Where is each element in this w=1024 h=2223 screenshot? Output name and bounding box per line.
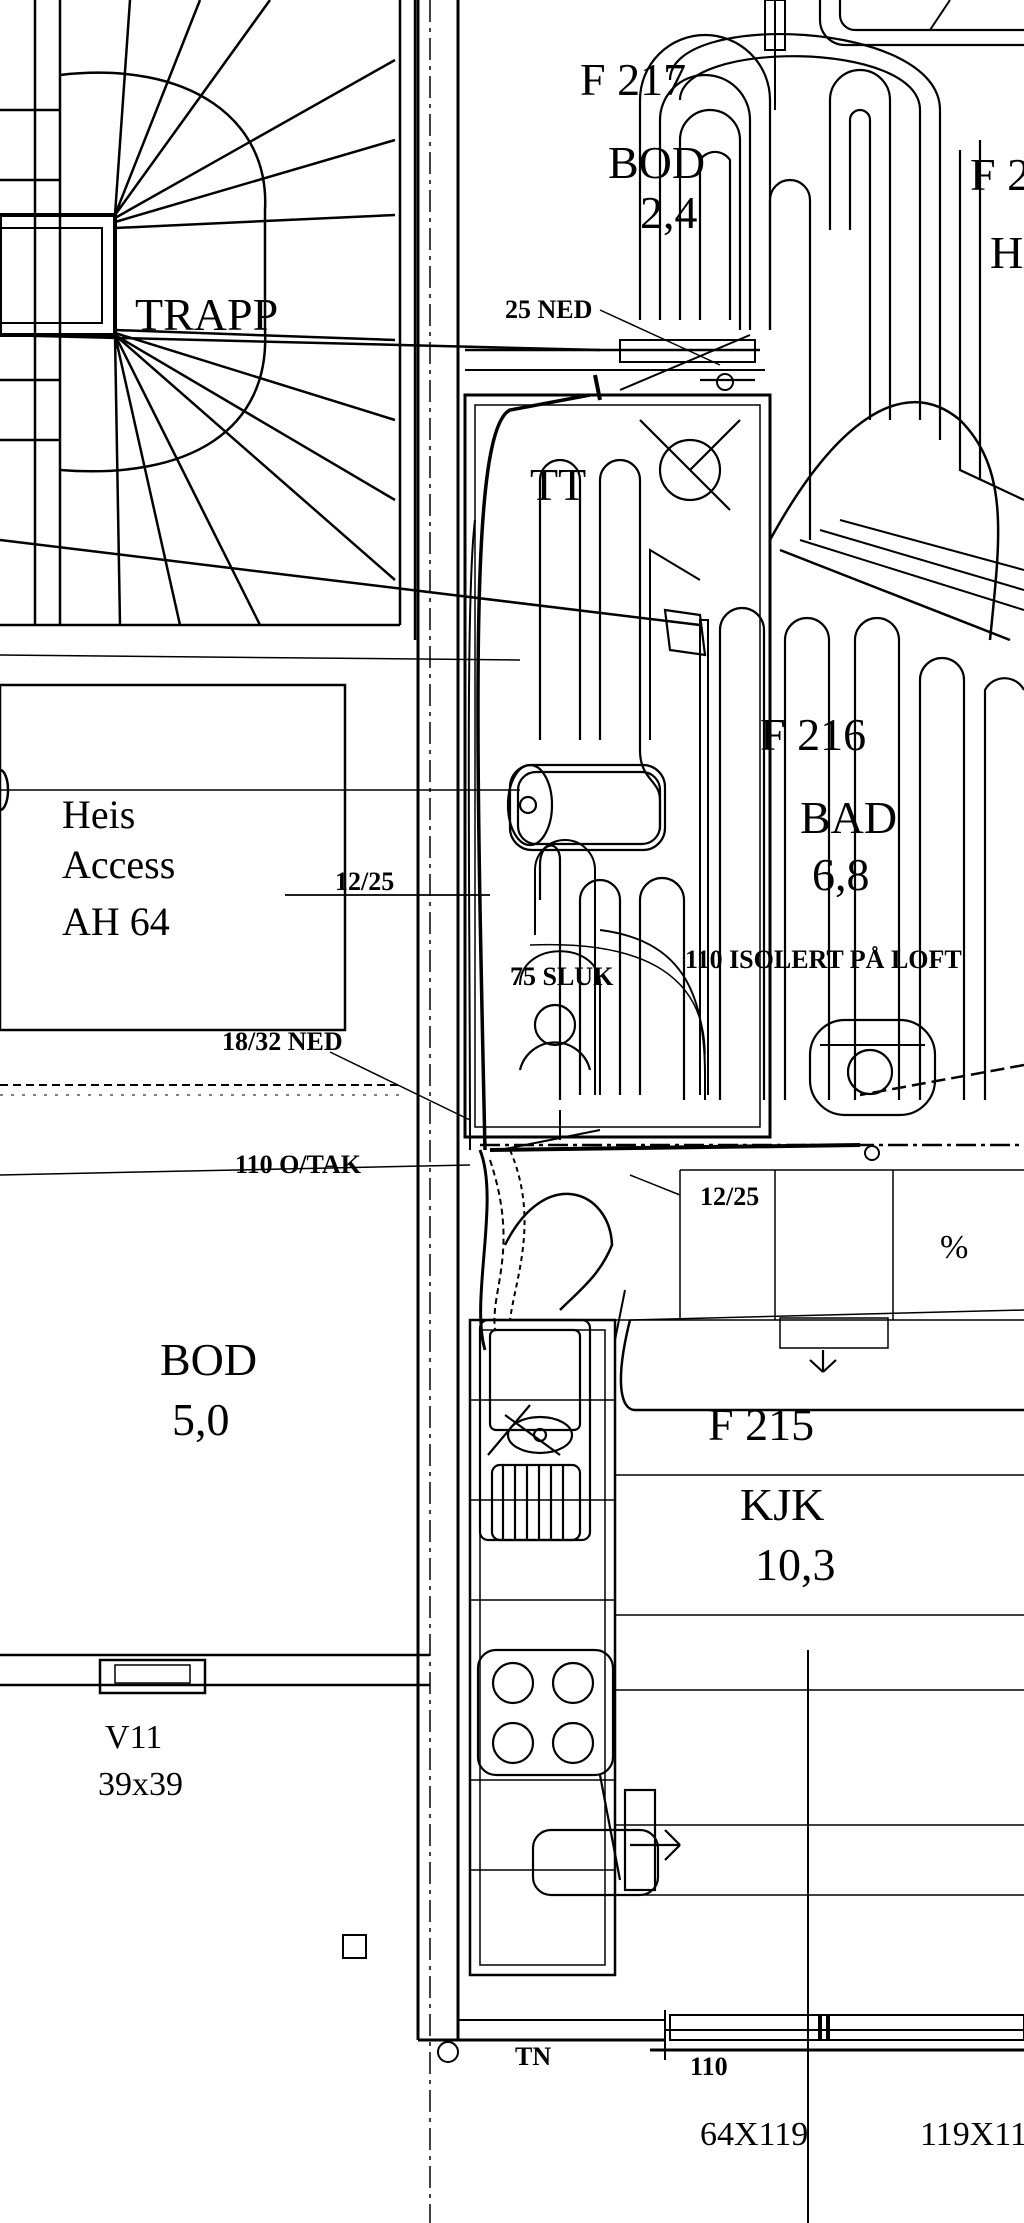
room-id-f216: F 216 (760, 709, 866, 760)
dimension-119x119: 119X119 (920, 2116, 1024, 2153)
kjk-line-2: 10,3 (755, 1539, 836, 1590)
room-label-trapp: TRAPP (135, 289, 278, 340)
kjk-line-1: KJK (740, 1479, 824, 1530)
heis-line-2: Access (62, 842, 175, 887)
label-tn: TN (515, 2042, 551, 2071)
room-id-f21-partial: F 21 (970, 149, 1024, 200)
bod-2-4-line-1: BOD (608, 137, 705, 188)
pipe-label-75-sluk: 75 SLUK (510, 962, 614, 991)
label-110-bottom: 110 (690, 2052, 728, 2081)
lift-shaft (0, 683, 520, 1032)
bod-5-0-line-1: BOD (160, 1334, 257, 1385)
label-tt: TT (530, 459, 586, 510)
floor-heating-loops (538, 0, 1024, 1100)
room-id-f215: F 215 (708, 1399, 814, 1450)
bad-line-1: BAD (800, 792, 897, 843)
pipe-label-12-25-left: 12/25 (335, 867, 394, 896)
pipe-label-110-isolert: 110 ISOLERT PÅ LOFT (685, 945, 962, 974)
label-percent: % (940, 1229, 968, 1266)
pipe-label-18-32-ned: 18/32 NED (222, 1027, 343, 1056)
bod-2-4-line-2: 2,4 (640, 187, 698, 238)
dimension-64x119: 64X119 (700, 2116, 808, 2153)
staircase (0, 0, 701, 640)
pipe-label-110-o-tak: 110 O/TAK (235, 1150, 362, 1179)
window-size: 39x39 (98, 1766, 183, 1803)
window-id: V11 (105, 1719, 162, 1756)
room-id-f217: F 217 (580, 54, 686, 105)
kitchen-appliances (476, 1192, 1024, 1897)
bod-5-0-line-2: 5,0 (172, 1394, 230, 1445)
heis-line-1: Heis (62, 792, 135, 837)
pipe-label-25-ned: 25 NED (505, 295, 592, 324)
bad-line-2: 6,8 (812, 849, 870, 900)
room-label-ha: HA (990, 227, 1024, 278)
pipe-label-12-25-right: 12/25 (700, 1182, 759, 1211)
heis-line-3: AH 64 (62, 899, 170, 944)
pipe-risers (0, 309, 880, 2063)
